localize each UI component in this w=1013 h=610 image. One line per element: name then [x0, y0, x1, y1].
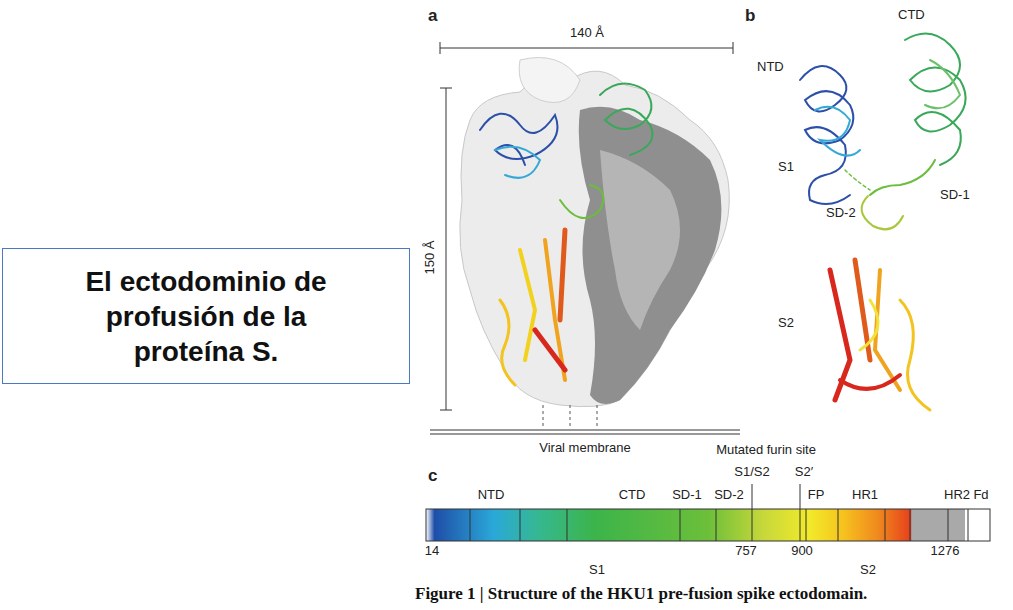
figure-label: 1276 [931, 544, 960, 559]
spike-trimer [460, 58, 730, 407]
dimension-lines [440, 42, 733, 410]
figure-label: Mutated furin site [716, 443, 816, 458]
figure-label: 14 [425, 544, 439, 559]
figure-label: S2 [778, 316, 794, 331]
figure-label: S1 [778, 160, 794, 175]
text-box: El ectodominio de profusión de la proteí… [2, 248, 410, 384]
viral-membrane [430, 430, 740, 434]
figure-label: FP [808, 488, 825, 503]
figure-label: CTD [619, 488, 646, 503]
figure-label: SD-2 [826, 206, 856, 221]
figure-label: 140 Å [570, 26, 604, 41]
panel-letter: c [428, 466, 437, 486]
figure-label: S1 [589, 563, 605, 578]
domain-bar [426, 484, 990, 541]
figure-label: S2 [860, 563, 876, 578]
figure-label: HR2 [944, 488, 970, 503]
panel-letter: b [745, 6, 755, 26]
figure-label: 150 Å [423, 240, 438, 274]
figure-label: 757 [735, 544, 757, 559]
figure-label: HR1 [852, 488, 878, 503]
figure-label: CTD [898, 8, 925, 23]
figure-label: NTD [757, 60, 784, 75]
figure-label: S2′ [795, 465, 813, 480]
panel-letter: a [428, 6, 437, 26]
domain-ribbons [800, 34, 966, 410]
anchor-dashes [543, 405, 597, 428]
figure-label: SD-1 [940, 188, 970, 203]
box-text: El ectodominio de profusión de la proteí… [52, 264, 360, 369]
figure-label: Viral membrane [539, 441, 631, 456]
figure-label: 900 [791, 544, 813, 559]
ribbon-protomer [480, 84, 653, 385]
figure-caption: Figure 1 | Structure of the HKU1 pre-fus… [415, 584, 867, 604]
figure-label: S1/S2 [734, 465, 769, 480]
figure-label: NTD [478, 488, 505, 503]
figure-label: SD-1 [672, 488, 702, 503]
figure-label: Fd [973, 488, 988, 503]
figure-label: SD-2 [714, 488, 744, 503]
